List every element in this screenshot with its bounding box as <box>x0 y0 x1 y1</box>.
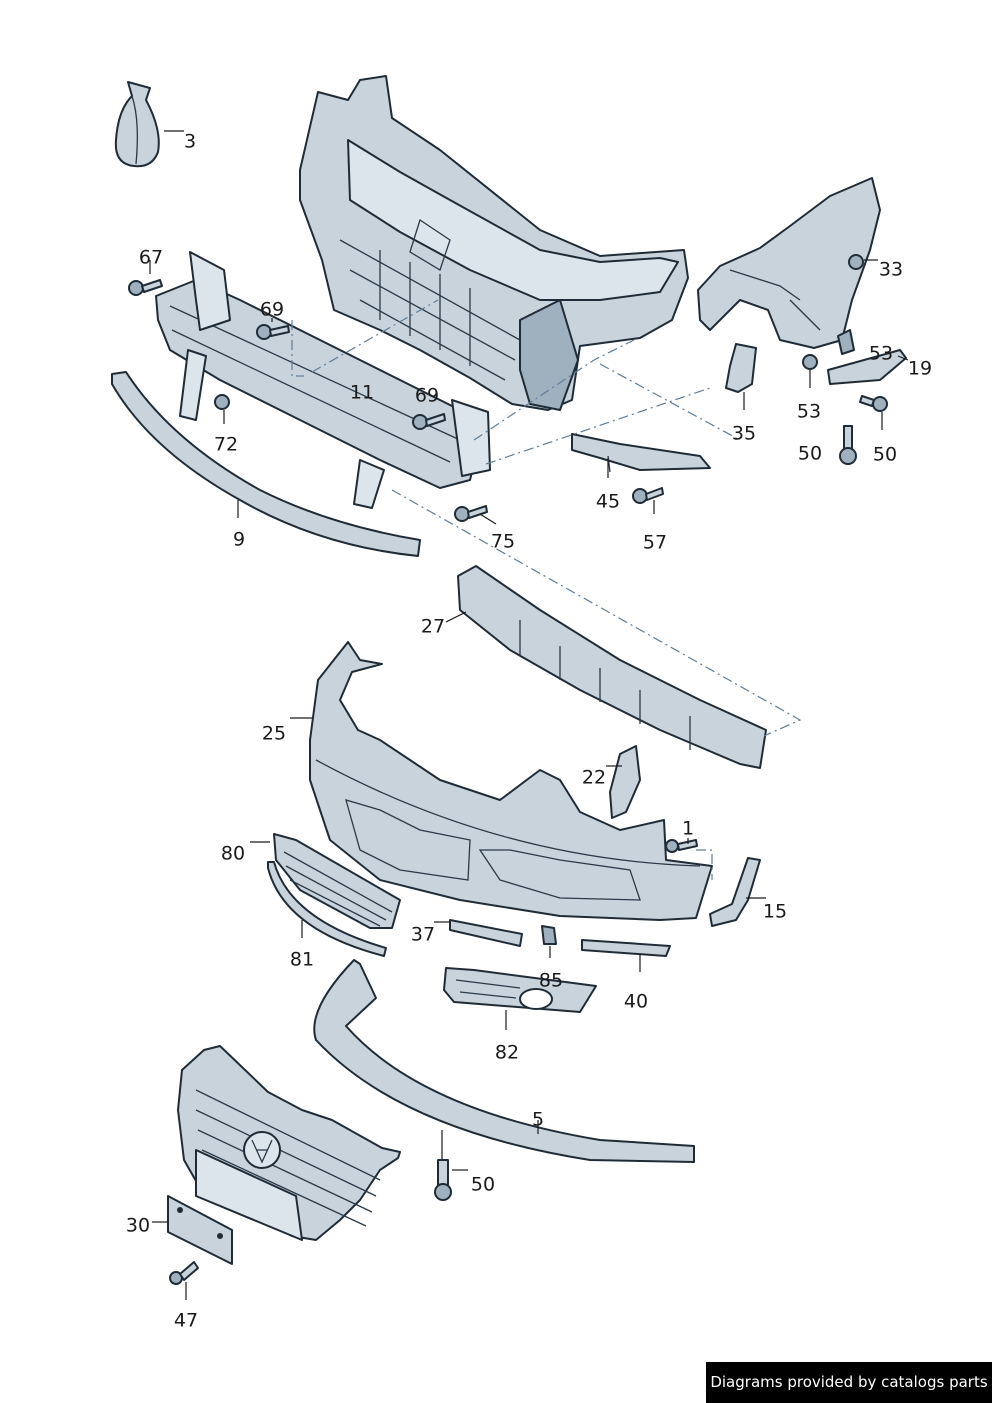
part-9-trim-strip <box>111 371 421 557</box>
part-81-trim <box>267 861 387 957</box>
part-40-molding <box>581 939 671 957</box>
callout-27: 27 <box>420 615 446 638</box>
screw-69-right <box>412 413 446 430</box>
callout-69-left: 69 <box>259 298 285 321</box>
callout-57: 57 <box>642 531 668 554</box>
nut-72 <box>214 394 230 410</box>
assembly-line-5 <box>599 363 741 441</box>
callout-11: 11 <box>349 381 375 404</box>
radiator-grille <box>177 1045 401 1241</box>
screw-69-left <box>256 324 290 340</box>
callout-3: 3 <box>183 130 197 153</box>
screw-75 <box>454 505 488 522</box>
callout-69-right: 69 <box>414 384 440 407</box>
part-80-lower-grille <box>273 833 401 929</box>
screw-67 <box>128 279 163 296</box>
callout-25: 25 <box>261 722 287 745</box>
part-fender-support <box>697 177 881 349</box>
callout-5: 5 <box>531 1108 545 1131</box>
screw-57 <box>632 487 664 504</box>
part-15-bracket <box>709 857 761 927</box>
callout-53-upper: 53 <box>868 342 894 365</box>
callout-67: 67 <box>138 246 164 269</box>
part-3-cap <box>114 81 160 168</box>
part-27-impact-absorber <box>457 565 767 769</box>
callout-75: 75 <box>490 530 516 553</box>
screw-50-left <box>839 425 857 465</box>
assembly-line-1 <box>291 320 304 377</box>
callout-53-lower: 53 <box>796 400 822 423</box>
bracket-45 <box>571 433 711 473</box>
callout-82: 82 <box>494 1041 520 1064</box>
callout-85: 85 <box>538 969 564 992</box>
callout-9: 9 <box>232 528 246 551</box>
callout-19: 19 <box>907 357 933 380</box>
bracket-19 <box>827 349 907 385</box>
part-11-bumper-beam <box>155 251 491 509</box>
callout-80: 80 <box>220 842 246 865</box>
screw-1 <box>665 839 698 853</box>
part-30-license-bracket <box>167 1195 233 1265</box>
part-5-spoiler <box>313 959 695 1163</box>
callout-50-lower: 50 <box>470 1173 496 1196</box>
callout-1: 1 <box>681 817 695 840</box>
callout-37: 37 <box>410 923 436 946</box>
part-82-fog-grille <box>443 967 597 1013</box>
credit-badge: Diagrams provided by catalogs parts <box>706 1362 992 1403</box>
part-37-molding <box>449 919 523 947</box>
screw-50-right <box>859 395 888 412</box>
callout-47: 47 <box>173 1309 199 1332</box>
bracket-35 <box>725 343 757 393</box>
callout-30: 30 <box>125 1214 151 1237</box>
part-22-bracket <box>609 745 641 819</box>
callout-81: 81 <box>289 948 315 971</box>
callout-15: 15 <box>762 900 788 923</box>
callout-40: 40 <box>623 990 649 1013</box>
lock-carrier-frame <box>299 75 689 411</box>
callout-33: 33 <box>878 258 904 281</box>
callout-22: 22 <box>581 766 607 789</box>
screw-47 <box>169 1261 199 1285</box>
clip-53-upper <box>837 329 855 355</box>
callout-50-left: 50 <box>797 442 823 465</box>
assembly-line-7 <box>696 849 713 880</box>
nut-33 <box>848 254 864 270</box>
callout-45: 45 <box>595 490 621 513</box>
assembly-line-6 <box>391 489 802 737</box>
callout-50-right: 50 <box>872 443 898 466</box>
assembly-line-2 <box>311 299 439 373</box>
callout-72: 72 <box>213 433 239 456</box>
assembly-line-3 <box>473 339 635 441</box>
part-85-clip <box>541 925 557 945</box>
callout-35: 35 <box>731 422 757 445</box>
clip-53-lower <box>802 354 818 370</box>
part-25-bumper-cover <box>309 641 713 921</box>
screw-50-lower <box>434 1159 452 1201</box>
